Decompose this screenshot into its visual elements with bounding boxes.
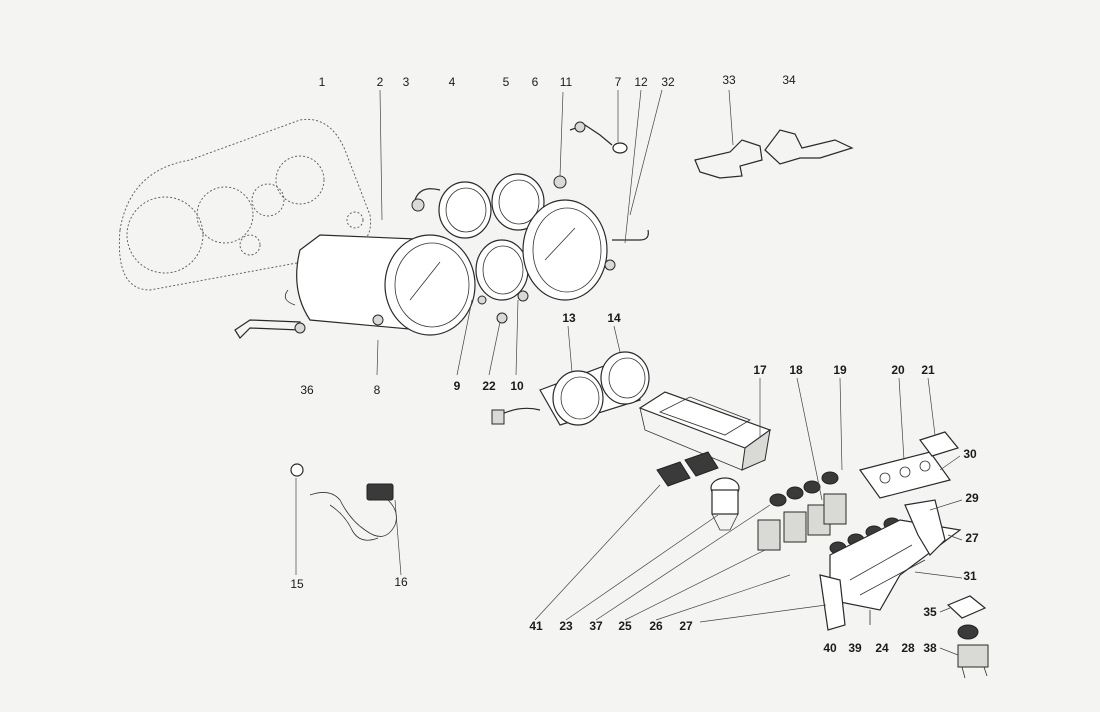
callout-label: 17 — [753, 363, 767, 377]
callout-label: 20 — [891, 363, 905, 377]
switch-bank — [757, 431, 962, 631]
callout-label: 8 — [373, 383, 381, 397]
plate-and-switch — [946, 595, 989, 679]
callout-label: 30 — [963, 447, 977, 461]
callout-label: 27 — [679, 619, 693, 633]
dual-gauge — [491, 351, 650, 426]
callout-label: 37 — [589, 619, 603, 633]
callout-label: 1 — [318, 75, 326, 89]
ashtray — [638, 391, 772, 471]
callout-label: 18 — [789, 363, 803, 377]
callout-label: 40 — [823, 641, 837, 655]
callout-label: 24 — [875, 641, 889, 655]
ignition-switch — [710, 477, 740, 531]
brackets — [694, 129, 854, 179]
dashboard-panel-outline — [118, 118, 372, 291]
callout-label: 38 — [923, 641, 937, 655]
callout-label: 11 — [559, 75, 573, 89]
callout-label: 21 — [921, 363, 935, 377]
bulb-holder — [569, 121, 628, 154]
callout-label: 28 — [901, 641, 915, 655]
callout-label: 36 — [300, 383, 314, 397]
callout-label: 6 — [531, 75, 539, 89]
callout-label: 39 — [848, 641, 862, 655]
callout-label: 32 — [661, 75, 675, 89]
callout-label: 19 — [833, 363, 847, 377]
callout-label: 22 — [482, 379, 496, 393]
callout-label: 4 — [448, 75, 456, 89]
callout-label: 12 — [634, 75, 648, 89]
callout-label: 41 — [529, 619, 543, 633]
cigar-lighter — [290, 463, 397, 541]
callout-label: 27 — [965, 531, 979, 545]
callout-label: 25 — [618, 619, 632, 633]
callout-label: 10 — [510, 379, 524, 393]
callout-label: 26 — [649, 619, 663, 633]
callout-label: 9 — [453, 379, 461, 393]
instrument-cluster — [234, 173, 649, 339]
callout-label: 35 — [923, 605, 937, 619]
callout-label: 5 — [502, 75, 510, 89]
warning-lights — [656, 451, 719, 487]
callout-label: 31 — [963, 569, 977, 583]
callout-label: 13 — [562, 311, 576, 325]
callout-label: 34 — [782, 73, 796, 87]
callout-label: 16 — [394, 575, 408, 589]
callout-label: 15 — [290, 577, 304, 591]
callout-label: 23 — [559, 619, 573, 633]
leader-lines — [295, 89, 963, 656]
callout-label: 7 — [614, 75, 622, 89]
callout-label: 33 — [722, 73, 736, 87]
callout-label: 14 — [607, 311, 621, 325]
callout-label: 3 — [402, 75, 410, 89]
callout-label: 2 — [376, 75, 384, 89]
callout-label: 29 — [965, 491, 979, 505]
